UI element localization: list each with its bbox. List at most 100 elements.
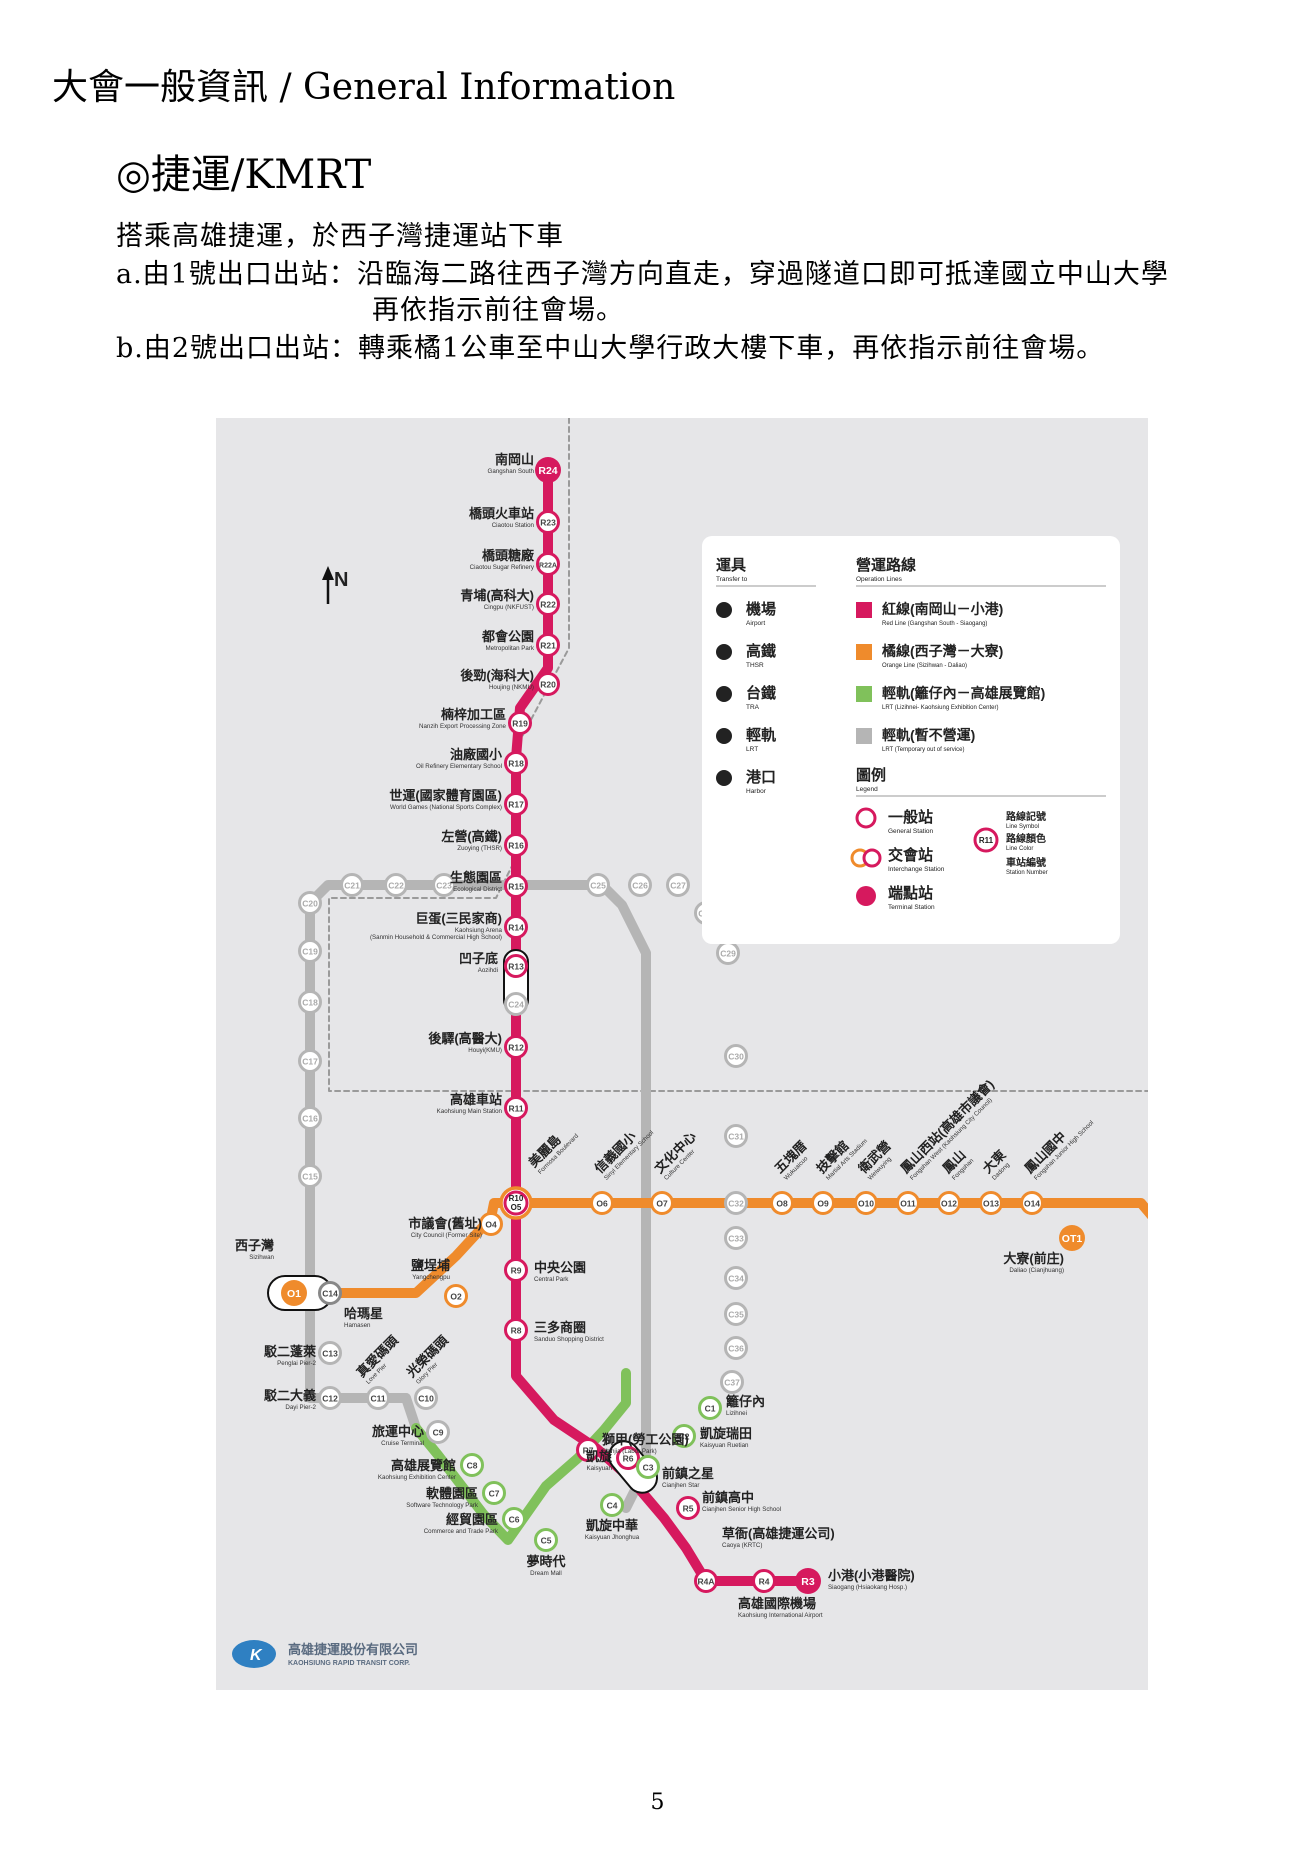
station-name-en: Oil Refinery Elementary School (416, 763, 502, 770)
station-name-en: Dayi Pier-2 (285, 1404, 316, 1411)
station-code: C13 (322, 1349, 338, 1359)
station-marker (628, 873, 652, 897)
station-name-zh: 凱旋 (586, 1449, 613, 1464)
legend-transfer-label: 輕軌 (746, 726, 776, 744)
station-name-en: City Council (Former Site) (411, 1232, 482, 1239)
station-marker (504, 874, 528, 898)
legend-symbol-sub-label: General Station (888, 828, 934, 835)
station-code: C8 (467, 1461, 478, 1471)
station-name-zh: 軟體園區 (426, 1486, 478, 1501)
station-marker (340, 873, 364, 897)
station-marker (504, 1035, 528, 1059)
legend-transfer-sub-label: Harbor (746, 788, 767, 795)
station-label-r17: 世運(國家體育園區)World Games (National Sports C… (389, 788, 502, 811)
legend-interchange-icon (862, 848, 882, 868)
station-label-ot1: 大寮(前庄)Daliao (Cianjhuang) (1003, 1251, 1064, 1274)
station-name-zh: 中央公園 (534, 1260, 586, 1275)
station-marker (720, 1370, 744, 1394)
legend-symbol-sub-label: Interchange Station (888, 866, 945, 873)
station-name-zh: 經貿園區 (446, 1512, 498, 1527)
station-marker (536, 592, 560, 616)
station-code: C15 (302, 1172, 318, 1182)
station-name-zh: 前鎮之星 (662, 1466, 714, 1481)
station-name-en: Cianjhen Star (662, 1482, 700, 1489)
station-code: R8 (511, 1326, 522, 1336)
legend-transfer-label: 台鐵 (746, 684, 776, 702)
station-code: C33 (728, 1234, 744, 1244)
legend-transfer-sub-label: Airport (746, 620, 765, 627)
station-label-r22: 青埔(高科大)Cingpu (NKFUST) (460, 588, 534, 611)
station-code: C25 (590, 881, 606, 891)
station-code: R22A (539, 563, 557, 570)
legend-transfer-label: 高鐵 (746, 642, 776, 660)
compass-arrowhead-icon (322, 566, 334, 580)
station-marker (636, 1455, 660, 1479)
harbor-icon (716, 770, 732, 786)
thsr-icon (716, 644, 732, 660)
station-marker (536, 672, 560, 696)
station-name-en: (Sanmin Household & Commercial High Scho… (370, 934, 502, 941)
option-a-continuation: 再依指示前往會場。 (372, 295, 624, 326)
station-marker (504, 1096, 528, 1120)
station-name-en: Metropolitan Park (486, 645, 535, 652)
intro-text: 搭乘高雄捷運，於西子灣捷運站下車 (116, 221, 564, 252)
station-name-en: Zuoying (THSR) (457, 845, 502, 852)
station-code: C11 (370, 1394, 385, 1404)
lrt-gray-c9-segment (401, 1393, 421, 1433)
station-code: O9 (817, 1199, 829, 1209)
station-marker (698, 1396, 722, 1420)
station-code: R9 (511, 1266, 522, 1276)
station-name-zh: 青埔(高科大) (460, 588, 534, 603)
station-name-zh: 哈瑪星 (344, 1306, 383, 1321)
station-name-en: Yangchengpu (412, 1274, 450, 1281)
legend-transfer-label: 港口 (746, 768, 776, 786)
station-name-en: World Games (National Sports Complex) (390, 804, 502, 811)
station-marker (724, 1336, 748, 1360)
station-code: C26 (632, 881, 648, 891)
station-marker (752, 1569, 776, 1593)
station-label-r3: 小港(小港醫院)Siaogang (Hsiaokang Hosp.) (828, 1568, 915, 1591)
legend-line-sub-label: LRT (Lizihnei- Kaohsiung Exhibition Cent… (882, 705, 999, 711)
station-code: R15 (508, 882, 524, 892)
station-marker (770, 1191, 794, 1215)
station-name-zh: 巨蛋(三民家商) (415, 911, 502, 926)
page-title: 大會一般資訊 / General Information (52, 67, 676, 108)
station-marker (724, 1226, 748, 1250)
legend-transfer-title: 運具 (716, 557, 746, 574)
station-name-en: Cruise Terminal (381, 1440, 424, 1447)
station-code: C24 (508, 1000, 524, 1010)
station-code: O1 (287, 1288, 301, 1300)
station-code: R16 (508, 841, 524, 851)
legend-line-label: 橘線(西子灣－大寮) (881, 643, 1003, 659)
station-code: C35 (728, 1310, 744, 1320)
station-name-en: Aozihdi (478, 967, 498, 974)
legend-lines-sub: Operation Lines (856, 576, 903, 583)
station-name-en: Kaisyuan Jhonghua (585, 1534, 640, 1541)
station-name-en: Sanduo Shopping District (534, 1336, 604, 1343)
station-marker (666, 873, 690, 897)
station-name-zh: 高雄國際機場 (738, 1596, 816, 1611)
station-label-r16: 左營(高鐵)Zuoying (THSR) (441, 829, 502, 852)
station-name-en: Daliao (Cianjhuang) (1009, 1267, 1064, 1274)
station-code: C37 (724, 1378, 740, 1388)
interchange-r10-o5-inner (503, 1190, 529, 1216)
legend-sample-station-icon (973, 827, 999, 853)
station-marker (694, 1569, 718, 1593)
station-marker (384, 873, 408, 897)
station-marker (318, 1386, 342, 1410)
station-name-zh: 大寮(前庄) (1003, 1251, 1064, 1266)
station-code: C21 (344, 881, 360, 891)
station-name-en: Kaohsiung Arena (455, 927, 503, 934)
